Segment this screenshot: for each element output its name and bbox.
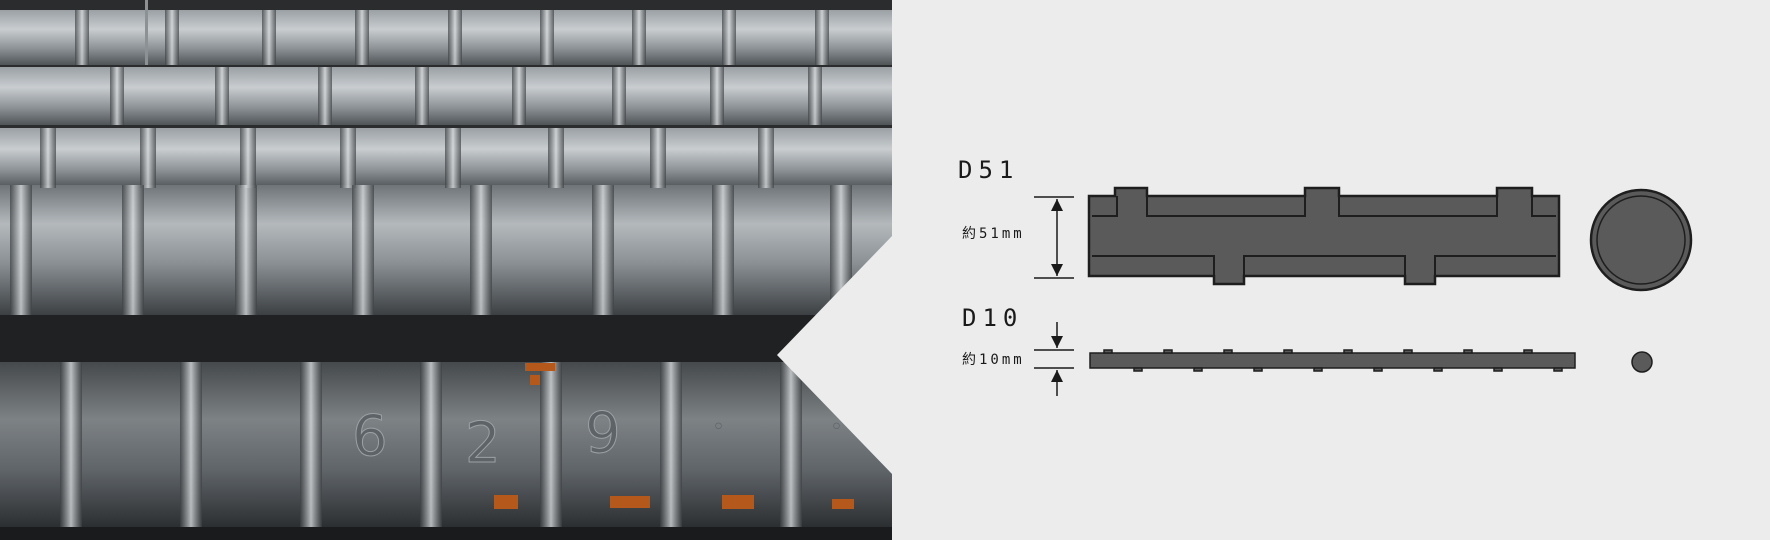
stamp-mark-3: 9 (585, 401, 621, 466)
stamp-mark-2: 2 (465, 411, 501, 476)
large-bar-cross-section-icon (1589, 188, 1693, 292)
rebar-size-diagram: D51 約51mm D10 約10mm (892, 0, 1770, 540)
large-bar-diameter-label: 約51mm (962, 226, 1025, 242)
large-bar-side-view-icon (1087, 186, 1561, 286)
small-bar-side-view-icon (1089, 349, 1576, 372)
large-bar-dimension-icon (1034, 196, 1074, 279)
callout-pointer (777, 235, 893, 475)
small-bar-diameter-label: 約10mm (962, 352, 1025, 368)
small-bar-size-label: D10 (962, 304, 1024, 332)
large-bar-size-label: D51 (958, 156, 1020, 184)
small-bar-dimension-icon (1034, 322, 1074, 396)
stamp-mark-1: 6 (352, 404, 388, 469)
rebar-photo: 6 2 9 ◦ ◦ (0, 0, 892, 540)
stamp-mark-4: ◦ (712, 415, 725, 440)
small-bar-cross-section-icon (1631, 351, 1653, 373)
